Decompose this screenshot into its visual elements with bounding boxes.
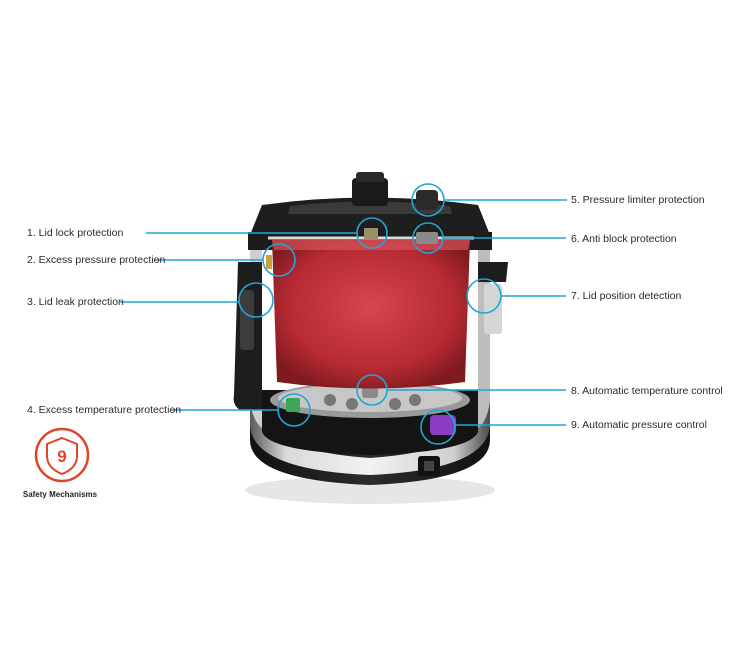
callout-auto-pressure: 9. Automatic pressure control	[571, 419, 707, 431]
right-handle	[478, 262, 508, 282]
callout-pressure-limiter: 5. Pressure limiter protection	[571, 194, 705, 206]
callout-lid-lock: 1. Lid lock protection	[27, 227, 124, 239]
callout-anti-block: 6. Anti block protection	[571, 233, 677, 245]
badge-number: 9	[57, 447, 66, 466]
badge-caption: Safety Mechanisms	[22, 490, 98, 499]
callout-excess-temperature: 4. Excess temperature protection	[27, 404, 182, 416]
callout-excess-pressure: 2. Excess pressure protection	[27, 254, 166, 266]
inner-pot	[272, 240, 470, 389]
callout-lid-position: 7. Lid position detection	[571, 290, 682, 302]
shield-icon	[34, 427, 90, 483]
callout-lines	[120, 199, 567, 426]
callout-auto-temperature: 8. Automatic temperature control	[571, 385, 723, 397]
callout-lid-leak: 3. Lid leak protection	[27, 296, 124, 308]
